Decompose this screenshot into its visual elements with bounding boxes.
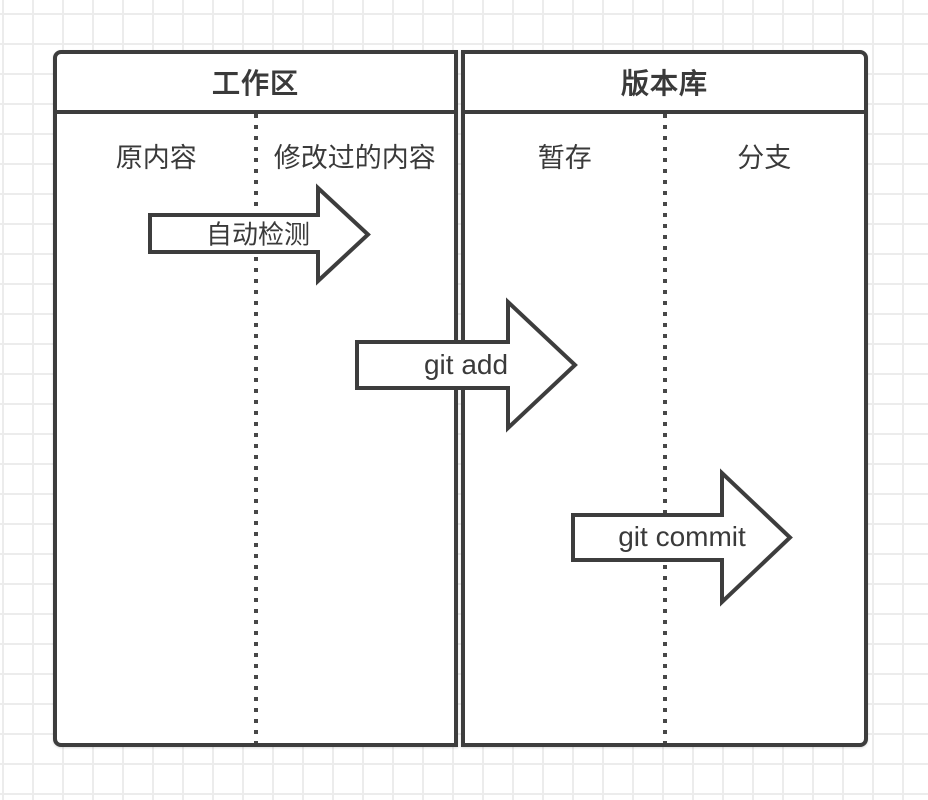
panel-repository: 版本库 暂存 分支: [461, 50, 868, 747]
dotted-divider-working-area: [253, 114, 258, 743]
panel-working-area-body: 原内容 修改过的内容: [57, 114, 454, 743]
panel-working-area: 工作区 原内容 修改过的内容: [53, 50, 458, 747]
arrow-label-git-add: git add: [423, 349, 509, 380]
panel-repository-header: 版本库: [465, 54, 864, 114]
column-label-branch: 分支: [737, 143, 792, 173]
column-label-stage: 暂存: [537, 143, 592, 173]
column-label-modified-content: 修改过的内容: [273, 143, 436, 173]
column-label-original-content: 原内容: [115, 143, 197, 173]
arrow-label-auto-detect: 自动检测: [205, 219, 311, 250]
dotted-divider-repository: [662, 114, 667, 743]
panel-working-area-header: 工作区: [57, 54, 454, 114]
arrow-label-git-commit: git commit: [618, 521, 746, 552]
panel-working-area-title: 工作区: [211, 68, 299, 99]
panel-repository-body: 暂存 分支: [465, 114, 864, 743]
panel-repository-title: 版本库: [620, 68, 708, 99]
